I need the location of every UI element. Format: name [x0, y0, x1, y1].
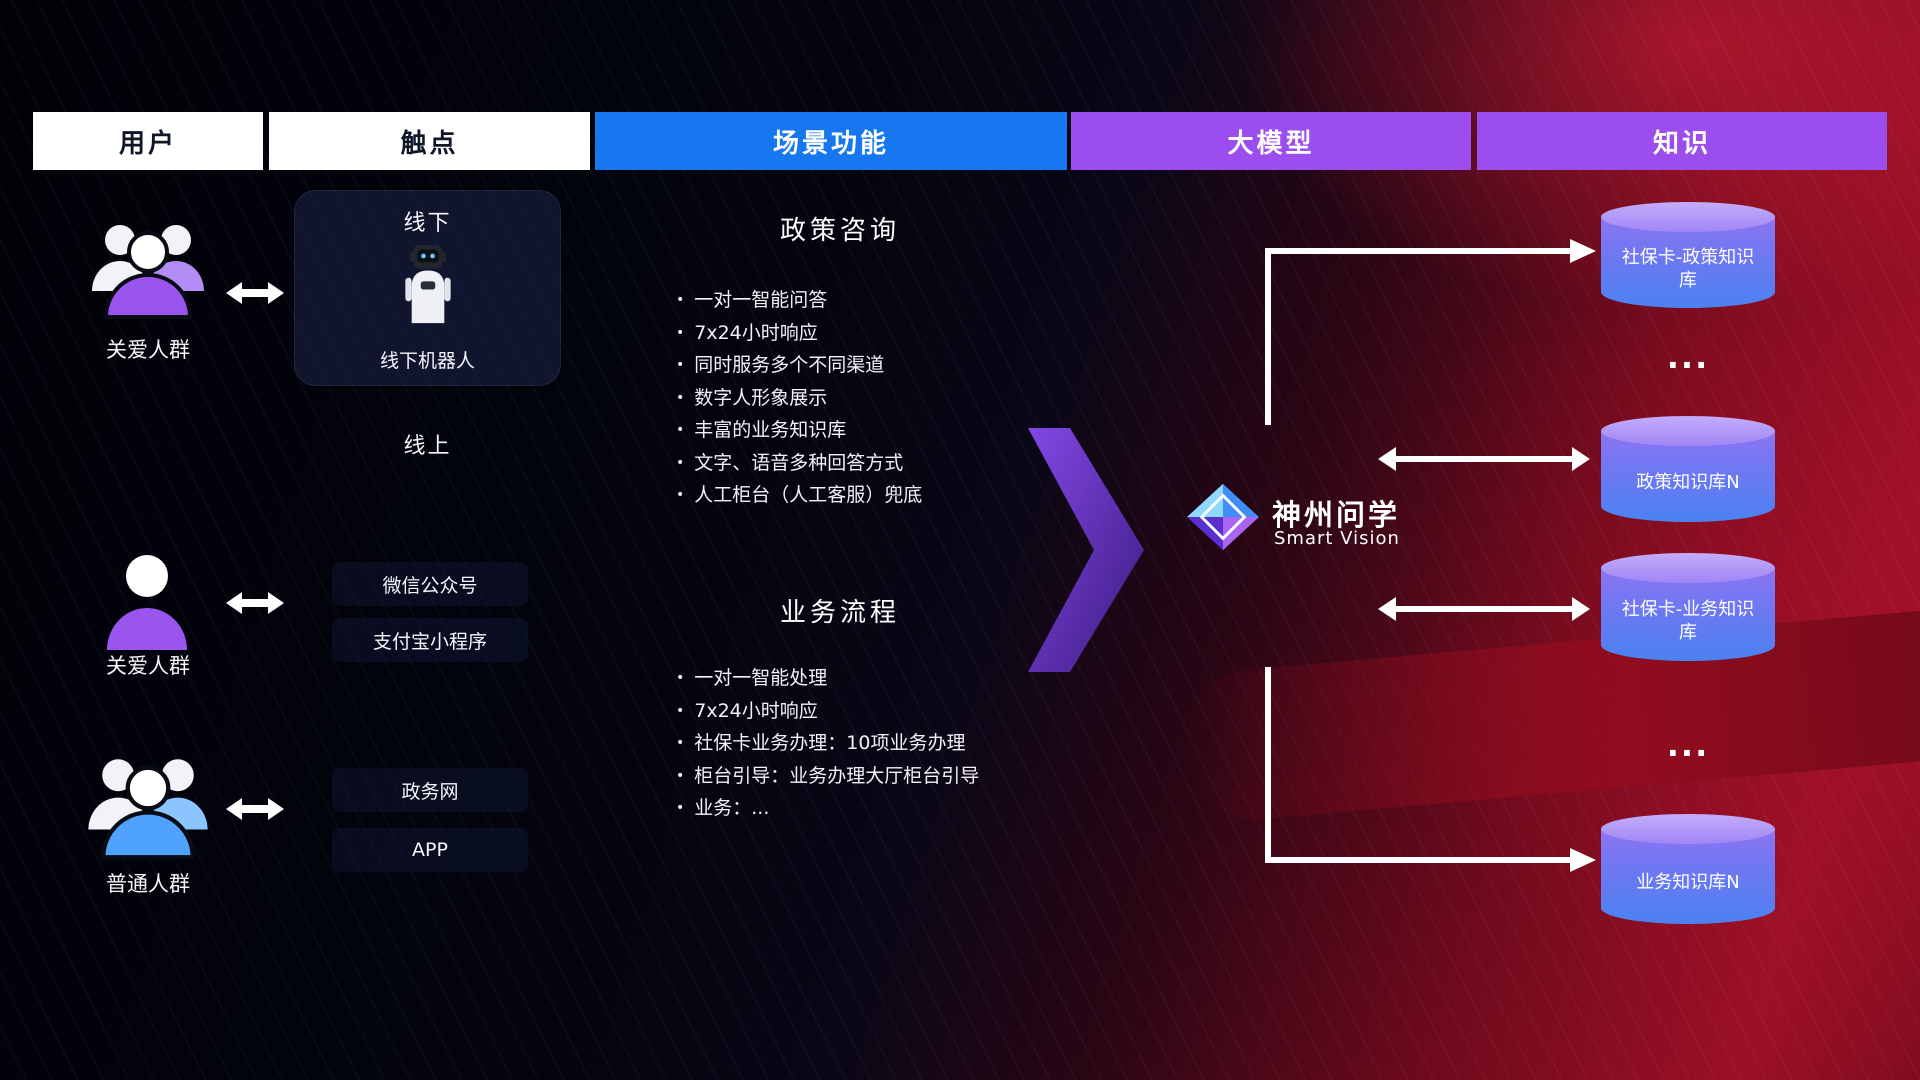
knowledge-db-policy-n: 政策知识库N: [1601, 416, 1775, 522]
user-person-purple-icon: [105, 548, 189, 656]
scenario-title-policy: 政策咨询: [779, 216, 900, 246]
offline-robot-card: 线下 线下机器人: [294, 190, 561, 386]
offline-title: 线下: [403, 211, 452, 236]
header-model: 大模型: [1071, 112, 1471, 170]
knowledge-db-label: 业务知识库N: [1636, 872, 1740, 894]
scenario-bullet: 同时服务多个不同渠道: [676, 355, 922, 376]
channel-wechat: 微信公众号: [332, 562, 528, 606]
scenario-title-business: 业务流程: [779, 598, 900, 628]
double-arrow-icon: [226, 796, 284, 826]
knowledge-db-policy-ssc: 社保卡-政策知识库: [1601, 202, 1775, 308]
scenario-bullet: 社保卡业务办理：10项业务办理: [676, 733, 979, 754]
user-label-1: 关爱人群: [106, 338, 190, 362]
scenario-bullet: 数字人形象展示: [676, 388, 922, 409]
model-subtitle: Smart Vision: [1274, 528, 1400, 549]
cylinder-top: [1601, 553, 1775, 583]
cylinder-body: [1601, 431, 1775, 522]
scenario-list-policy: 一对一智能问答 7x24小时响应 同时服务多个不同渠道 数字人形象展示 丰富的业…: [676, 290, 922, 506]
knowledge-db-business-n: 业务知识库N: [1601, 814, 1775, 924]
cylinder-top: [1601, 202, 1775, 232]
user-group-blue-icon: [82, 748, 214, 864]
scenario-bullet: 一对一智能处理: [676, 668, 979, 689]
channel-alipay: 支付宝小程序: [332, 618, 528, 662]
double-arrow-icon: [226, 280, 284, 310]
cylinder-body: [1601, 829, 1775, 924]
header-touchpoints: 触点: [269, 112, 590, 170]
scenario-bullet: 7x24小时响应: [676, 700, 979, 722]
offline-robot-label: 线下机器人: [379, 350, 475, 372]
header-touchpoints-label: 触点: [400, 128, 459, 159]
user-label-2: 关爱人群: [106, 654, 190, 678]
knowledge-ellipsis: ...: [1666, 726, 1710, 764]
header-users: 用户: [33, 112, 263, 170]
user-group-purple-icon: [86, 212, 210, 326]
scenario-list-business: 一对一智能处理 7x24小时响应 社保卡业务办理：10项业务办理 柜台引导：业务…: [676, 668, 979, 819]
double-arrow-icon: [226, 590, 284, 620]
header-model-label: 大模型: [1227, 128, 1315, 159]
header-knowledge-label: 知识: [1652, 128, 1711, 159]
channel-app: APP: [332, 828, 528, 872]
cylinder-top: [1601, 416, 1775, 446]
knowledge-db-business-ssc: 社保卡-业务知识库: [1601, 553, 1775, 661]
scenario-bullet: 文字、语音多种回答方式: [676, 453, 922, 474]
connector-double-arrow: [1376, 588, 1592, 634]
channel-govweb: 政务网: [332, 768, 528, 812]
knowledge-db-label: 政策知识库N: [1636, 472, 1740, 494]
scenario-bullet: 丰富的业务知识库: [676, 420, 922, 441]
offline-robot-icon: [295, 241, 560, 329]
online-title: 线上: [403, 434, 452, 459]
knowledge-db-label: 社保卡-政策知识库: [1621, 246, 1755, 291]
scenario-bullet: 业务：...: [676, 798, 979, 819]
header-knowledge: 知识: [1477, 112, 1887, 170]
user-label-3: 普通人群: [106, 872, 190, 896]
scenario-bullet: 人工柜台（人工客服）兜底: [676, 485, 922, 506]
connector-down-right-arrow: [1240, 655, 1604, 884]
header-scenarios: 场景功能: [595, 112, 1067, 170]
scenario-bullet: 柜台引导：业务办理大厅柜台引导: [676, 766, 979, 787]
knowledge-ellipsis: ...: [1666, 338, 1710, 376]
knowledge-db-label: 社保卡-业务知识库: [1621, 598, 1755, 643]
scenario-bullet: 7x24小时响应: [676, 322, 922, 344]
flow-arrow-icon: [1028, 428, 1144, 676]
cylinder-body: [1601, 568, 1775, 661]
smart-vision-logo-icon: [1186, 482, 1260, 556]
scenario-bullet: 一对一智能问答: [676, 290, 922, 311]
cylinder-top: [1601, 814, 1775, 844]
model-name: 神州问学: [1272, 498, 1401, 532]
header-scenarios-label: 场景功能: [772, 128, 889, 159]
connector-double-arrow: [1376, 438, 1592, 484]
header-users-label: 用户: [118, 128, 177, 159]
connector-up-right-arrow: [1240, 228, 1604, 442]
cylinder-body: [1601, 217, 1775, 308]
